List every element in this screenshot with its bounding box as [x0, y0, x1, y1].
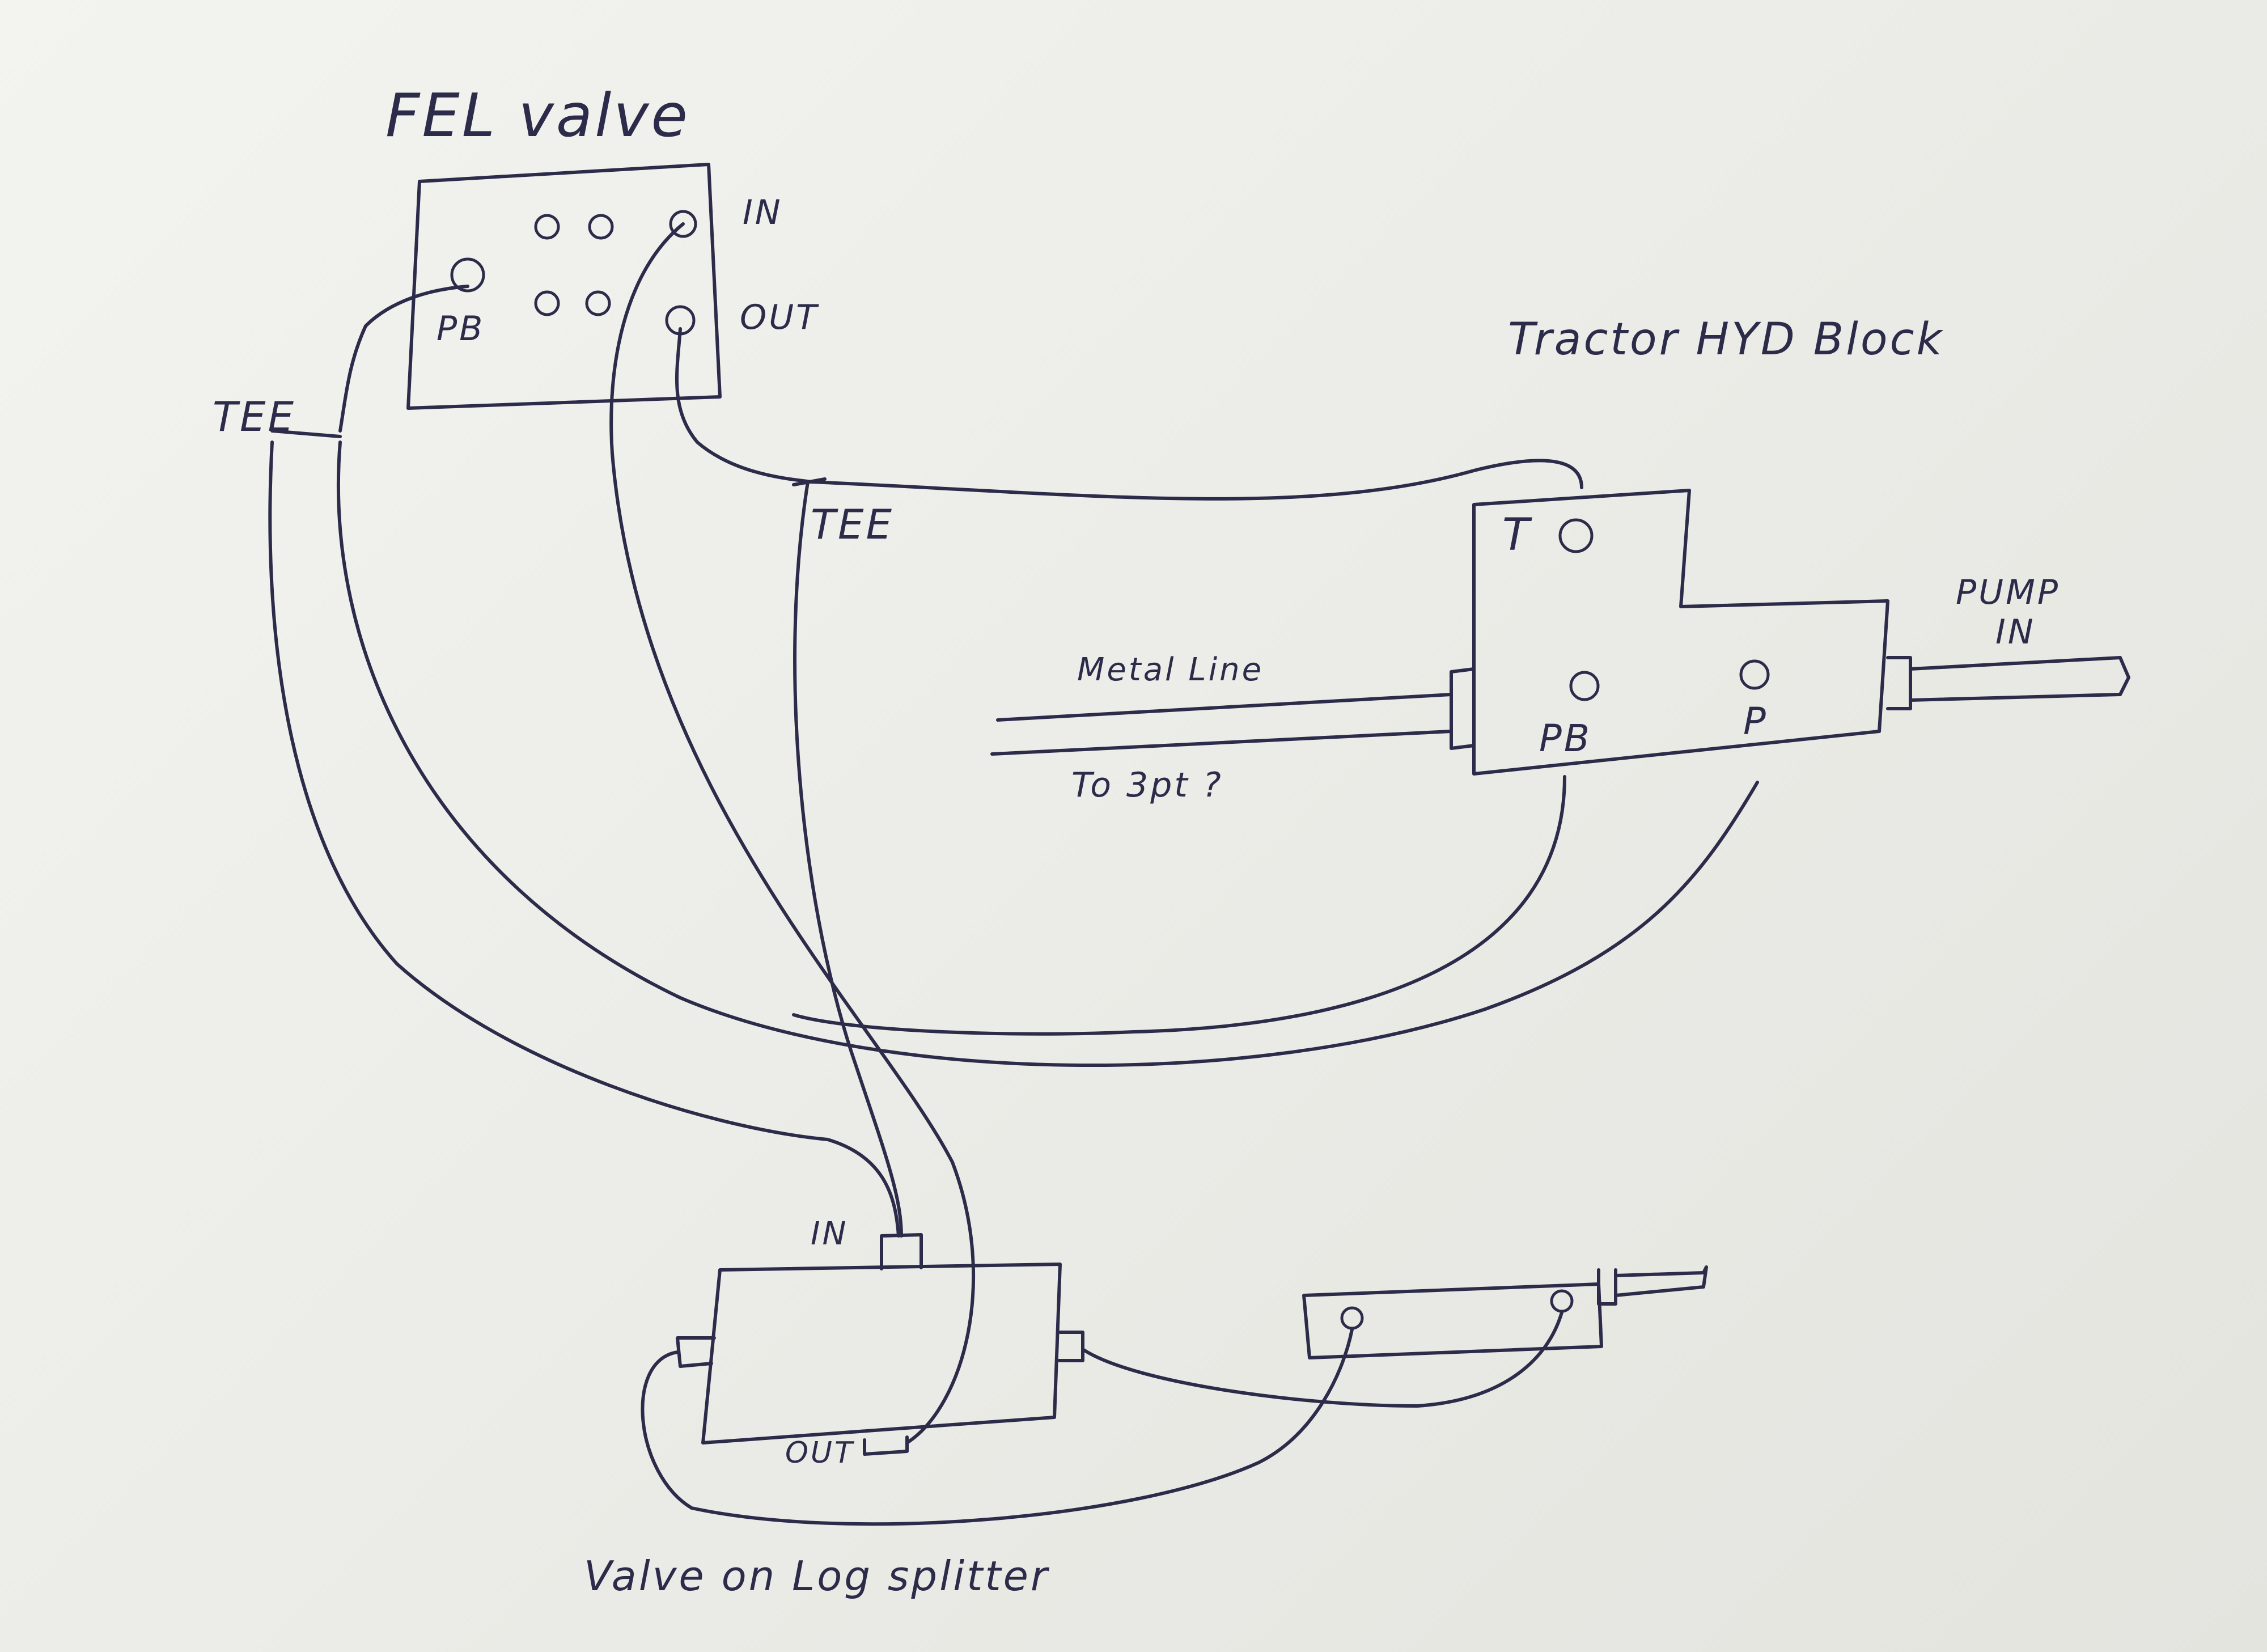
fel-port-bottom-1 [534, 290, 560, 316]
log-valve-right-fitting [1057, 1331, 1084, 1362]
metal-line [990, 693, 1453, 756]
log-valve-in-label: IN [811, 1215, 848, 1252]
tractor-port-t [1558, 518, 1594, 553]
cylinder-port-right [1550, 1289, 1574, 1313]
cylinder-rod-fitting [1597, 1268, 1617, 1306]
tractor-pb-label: PB [1539, 717, 1592, 760]
fel-port-pb [450, 257, 485, 293]
hoses [268, 222, 1759, 1526]
hose-fel-out-to-tractor-t [675, 327, 1583, 501]
fel-port-bottom-2 [585, 290, 611, 316]
hose-fel-pb-to-tee [338, 285, 469, 433]
fel-out-label: OUT [740, 298, 819, 337]
fel-valve-title: FEL valve [385, 81, 690, 150]
log-valve-out-label: OUT [785, 1436, 855, 1470]
fel-port-in [669, 210, 697, 238]
tractor-port-p [1739, 659, 1770, 690]
hose-tractor-pb-return [792, 775, 1566, 1036]
to-3pt-label: To 3pt ? [1071, 765, 1223, 805]
tractor-t-label: T [1502, 510, 1532, 561]
log-valve-caption: Valve on Log splitter [584, 1552, 1050, 1600]
metal-line-fitting [1450, 667, 1476, 750]
fel-pb-label: PB [437, 309, 485, 349]
log-splitter-valve [676, 1233, 1084, 1456]
fel-in-label: IN [743, 193, 783, 232]
tee-left-marker [270, 429, 342, 438]
fel-port-top-2 [588, 214, 614, 240]
pump-in-line [1909, 656, 2130, 702]
tee-left-label: TEE [213, 393, 296, 440]
hose-left-tee-to-log-in [268, 440, 900, 1238]
cylinder-body [1302, 1282, 1603, 1359]
pump-in-label-2: IN [1995, 612, 2036, 652]
log-valve-in-fitting [880, 1233, 923, 1270]
hose-log-left-to-cylinder [641, 1328, 1354, 1526]
tractor-hyd-block [1450, 489, 1912, 776]
hose-left-tee-to-tractor-p [337, 440, 1759, 1067]
pump-in-label-1: PUMP [1956, 573, 2060, 612]
log-valve-body [701, 1263, 1062, 1445]
tractor-port-pb [1569, 671, 1600, 701]
tee-center-label: TEE [811, 501, 894, 548]
cylinder-port-left [1340, 1306, 1364, 1330]
hose-fel-in-to-log-out [609, 222, 976, 1445]
tractor-block-body [1472, 489, 1889, 776]
cylinder-rod [1614, 1265, 1708, 1297]
hose-log-right-to-cylinder [1081, 1311, 1563, 1408]
fel-valve-body [406, 163, 722, 410]
metal-line-label: Metal Line [1077, 651, 1264, 688]
pump-fitting [1886, 656, 1912, 710]
fel-port-top-1 [534, 214, 560, 240]
log-valve-left-fitting [676, 1336, 716, 1368]
hose-tee-to-log-in [793, 480, 903, 1238]
hydraulic-cylinder [1302, 1265, 1708, 1359]
tractor-block-title: Tractor HYD Block [1508, 314, 1944, 365]
log-valve-out-fitting [863, 1435, 909, 1456]
tee-center-marker [792, 477, 827, 486]
tractor-p-label: P [1743, 700, 1768, 743]
